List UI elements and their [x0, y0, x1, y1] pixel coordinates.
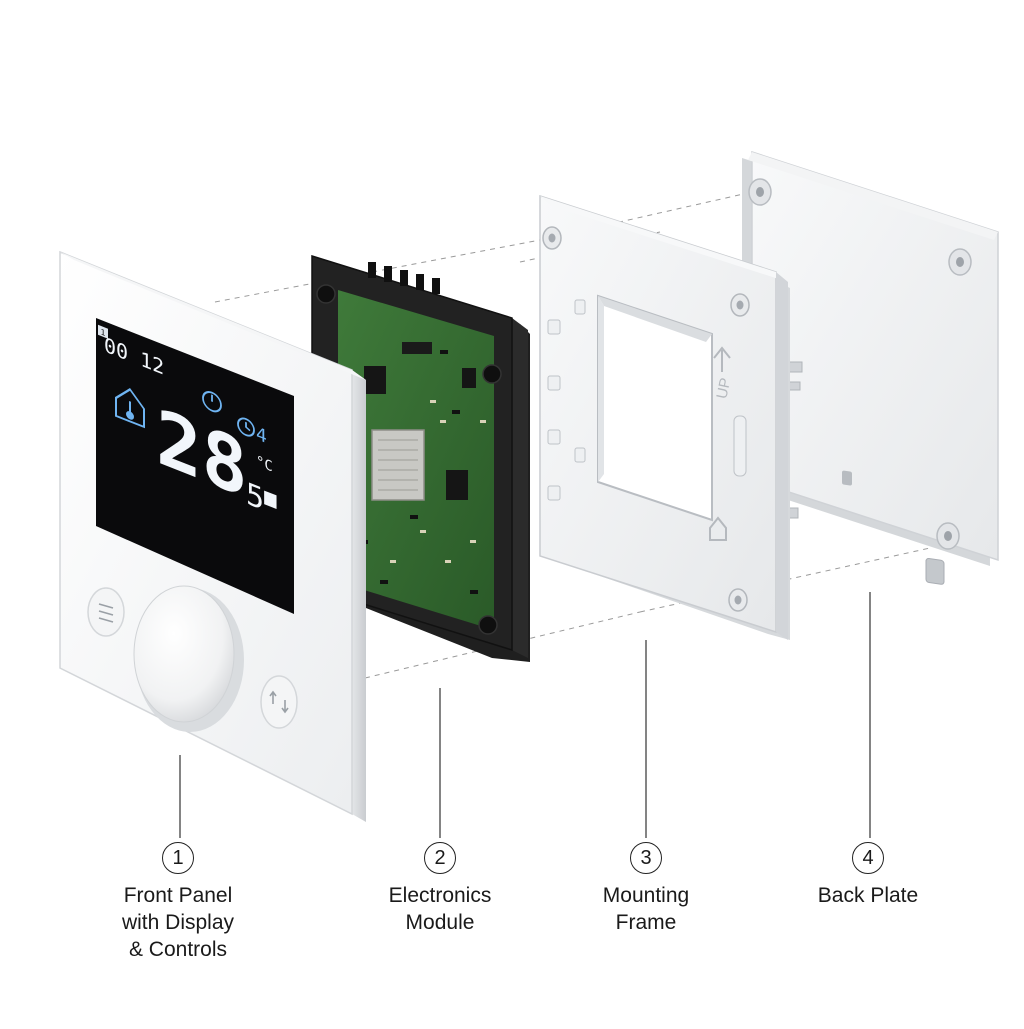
callout-number-2: 2	[424, 842, 456, 874]
leader-lines	[179, 592, 871, 838]
menu-icon	[98, 603, 114, 623]
home-marker-icon	[709, 516, 727, 541]
lcd-indicator: 1	[101, 327, 106, 339]
back-plate	[742, 150, 999, 585]
frame-up-marking: UP	[713, 376, 734, 400]
rotary-knob[interactable]	[133, 585, 244, 732]
label-electronics-module: 2 Electronics Module	[340, 842, 540, 936]
callout-number-1: 1	[162, 842, 194, 874]
lcd-display	[96, 318, 294, 614]
swap-arrows-icon	[269, 690, 289, 714]
label-front-panel: 1 Front Panel with Display & Controls	[78, 842, 278, 963]
label-mounting-frame: 3 Mounting Frame	[546, 842, 746, 936]
pcb-components	[350, 342, 486, 594]
callout-number-3: 3	[630, 842, 662, 874]
menu-button[interactable]	[87, 587, 125, 637]
lcd-program-number: 4	[256, 424, 267, 448]
label-back-plate: 4 Back Plate	[768, 842, 968, 909]
mode-button[interactable]	[260, 675, 298, 729]
label-electronics-module-text: Electronics Module	[388, 884, 492, 934]
lcd-temperature-decimal: 5	[246, 476, 264, 518]
lcd-unit: °C	[256, 453, 273, 475]
up-arrow-icon	[713, 346, 731, 372]
callout-number-4: 4	[852, 842, 884, 874]
home-thermometer-icon	[115, 387, 145, 429]
front-panel: 1 00 12 4 28. 5 °C	[59, 250, 366, 822]
label-front-panel-text: Front Panel with Display & Controls	[121, 884, 235, 961]
power-clock-icon	[202, 391, 222, 413]
electronics-module	[311, 254, 530, 662]
label-mounting-frame-text: Mounting Frame	[602, 884, 690, 934]
label-back-plate-text: Back Plate	[817, 884, 919, 907]
schedule-clock-icon	[237, 417, 255, 437]
mounting-frame: UP	[539, 194, 790, 640]
